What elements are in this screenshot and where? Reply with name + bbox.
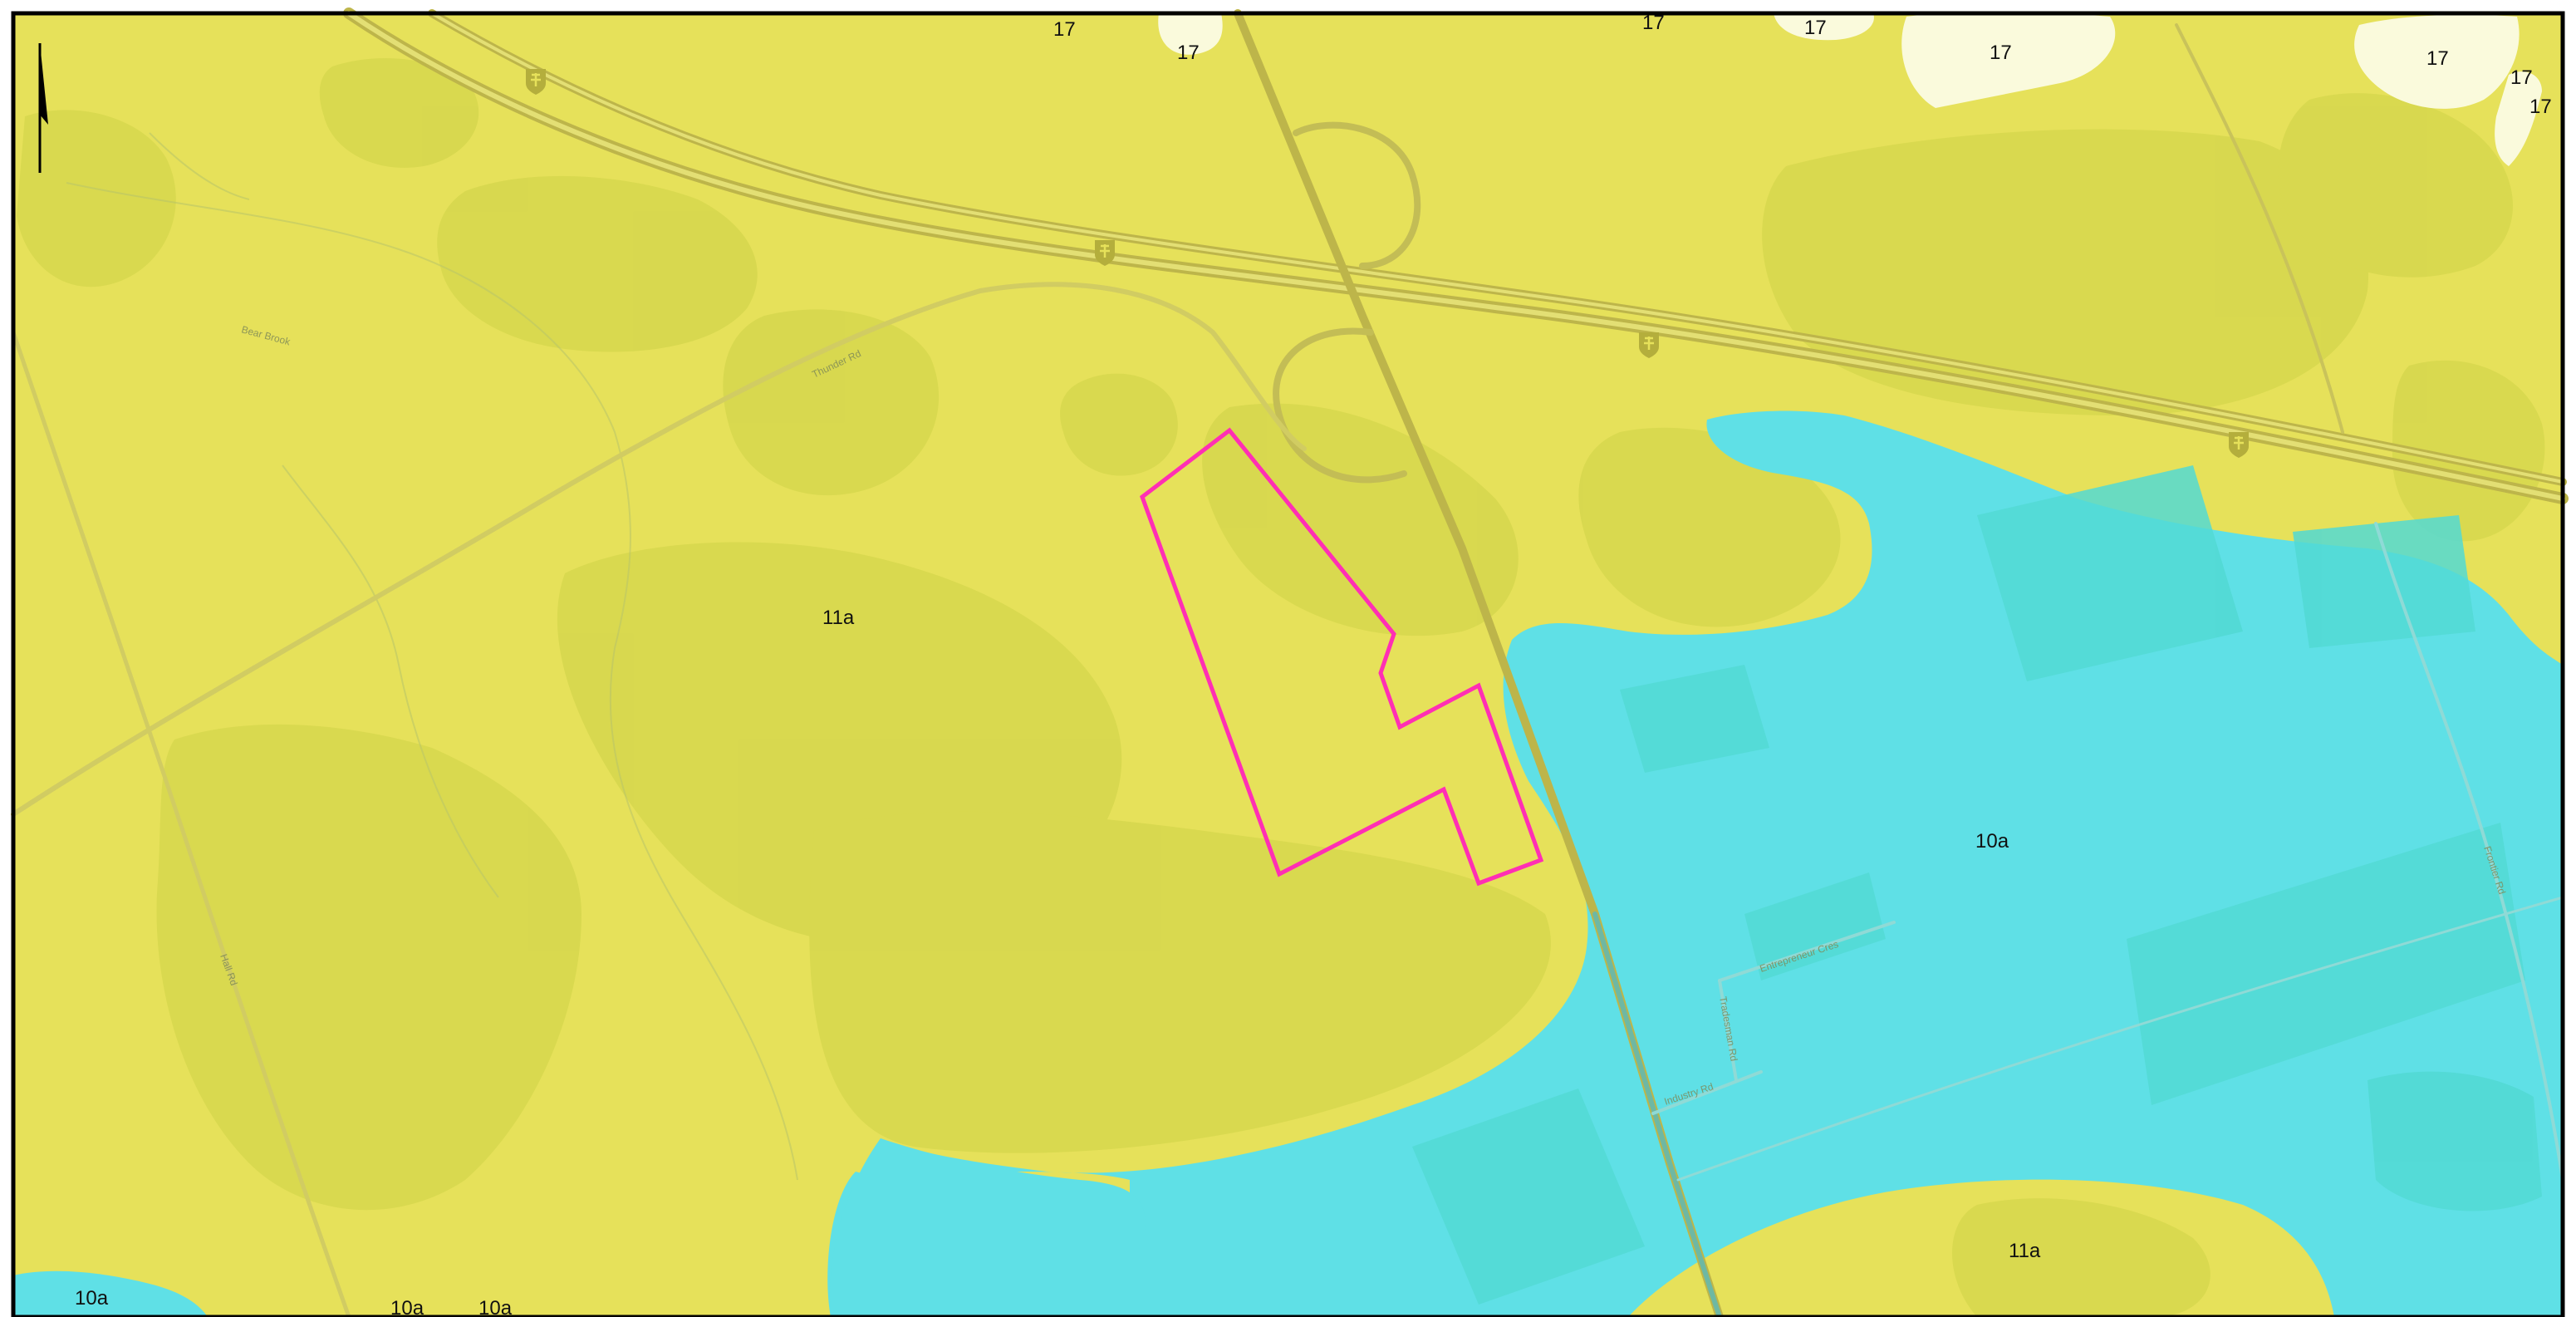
unit-label-10a: 10a xyxy=(75,1287,109,1310)
unit-label-10a: 10a xyxy=(1975,830,2009,853)
unit-10a-area-south xyxy=(830,1138,1146,1317)
unit-label-17: 17 xyxy=(1177,42,1200,64)
unit-11a-dark-patches xyxy=(17,58,2545,1317)
unit-label-11a: 11a xyxy=(822,607,855,629)
unit-label-17: 17 xyxy=(2529,96,2552,118)
unit-label-11a: 11a xyxy=(2009,1240,2041,1262)
east-service-road xyxy=(1676,896,2564,1182)
north-arrow-icon xyxy=(38,43,48,173)
tradesman-rd xyxy=(1718,979,1738,1082)
unit-label-17: 17 xyxy=(1804,17,1827,39)
stream-lines xyxy=(66,132,798,1181)
unit-label-17: 17 xyxy=(2510,66,2533,89)
highway-shield-icon xyxy=(2229,432,2249,458)
industry-rd xyxy=(1651,1070,1763,1115)
unit-label-17: 17 xyxy=(2426,47,2449,70)
interchange-loop-south xyxy=(1273,327,1407,484)
entrepreneur-cres xyxy=(1718,921,1896,982)
unit-label-17: 17 xyxy=(1053,18,1076,41)
unit-label-10a: 10a xyxy=(390,1297,424,1317)
highway-shield-icon xyxy=(1095,240,1115,266)
thunder-road xyxy=(11,282,1307,817)
map-frame-border xyxy=(11,11,2565,1317)
site-boundary-outline[interactable] xyxy=(1140,427,1544,887)
frontier-road xyxy=(2374,522,2564,1182)
unit-10a-area-sw xyxy=(13,1270,208,1317)
highway-shields xyxy=(526,69,2249,458)
hall-road xyxy=(11,330,351,1317)
highway-shield-icon xyxy=(526,69,546,95)
road-network xyxy=(11,7,2569,1317)
highway-shield-icon xyxy=(1639,332,1659,358)
unit-17-areas xyxy=(1158,12,2542,166)
unit-10a-dark-patches xyxy=(1412,465,2542,1305)
unit-label-17: 17 xyxy=(1990,42,2012,64)
interchange-loop-north xyxy=(1293,121,1421,269)
unit-label-10a: 10a xyxy=(478,1297,513,1317)
frontier-road-north xyxy=(2175,23,2344,434)
